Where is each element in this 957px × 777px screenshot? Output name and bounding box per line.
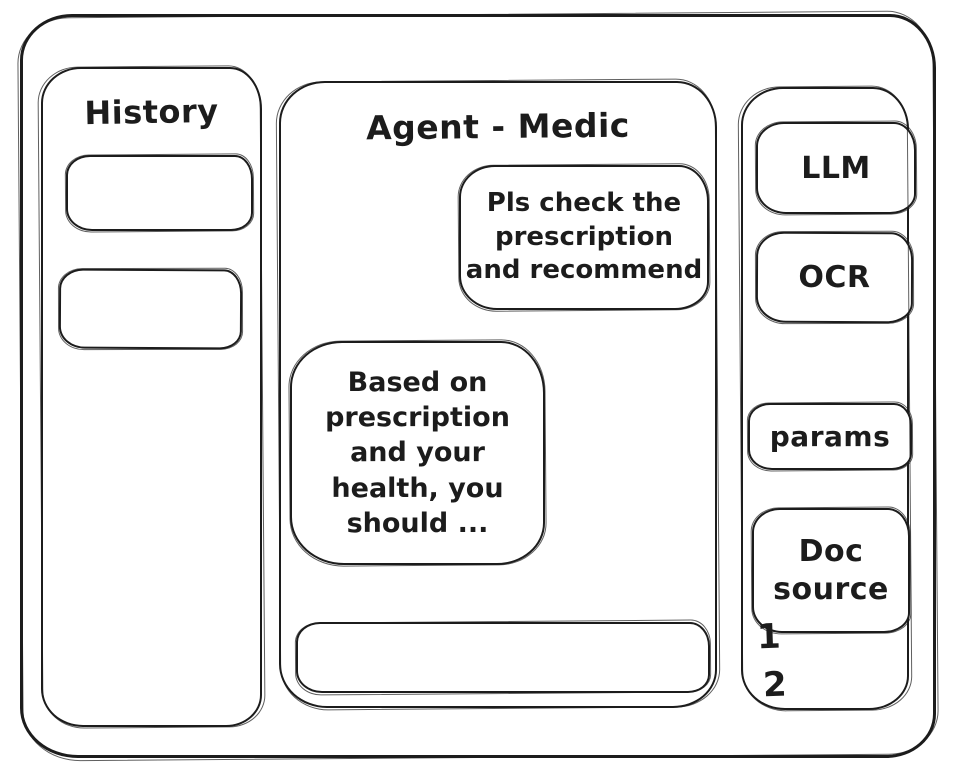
- tool-doc-source-button[interactable]: Doc source: [752, 508, 910, 633]
- history-title: History: [84, 91, 219, 133]
- history-item-2[interactable]: [58, 268, 243, 350]
- tool-doc-source-line: source: [773, 571, 889, 607]
- app-window-frame: History Agent - Medic Pls check the pres…: [20, 14, 936, 758]
- tool-ocr-label: OCR: [798, 259, 871, 296]
- tool-doc-source-line: Doc: [798, 534, 864, 569]
- chat-title: Agent - Medic: [365, 105, 631, 148]
- tools-panel: LLM OCR params Doc source 1 2: [741, 87, 916, 710]
- user-message-bubble: Pls check the prescription and recommend: [459, 165, 709, 310]
- assistant-message-line: and your: [350, 437, 485, 469]
- assistant-message-line: health, you: [331, 472, 504, 504]
- tool-params-button[interactable]: params: [748, 403, 912, 470]
- assistant-message-bubble: Based on prescription and your health, y…: [290, 341, 545, 565]
- history-panel: History: [41, 67, 262, 727]
- user-message-line: prescription: [494, 221, 673, 252]
- message-input[interactable]: [298, 624, 708, 691]
- assistant-message-line: should ...: [346, 507, 489, 539]
- annotation-number-2: 2: [762, 664, 788, 706]
- assistant-message-line: prescription: [325, 402, 510, 434]
- chat-panel: Agent - Medic Pls check the prescription…: [279, 81, 717, 708]
- tool-ocr-button[interactable]: OCR: [755, 231, 914, 324]
- message-input-box[interactable]: [296, 622, 710, 693]
- tool-llm-button[interactable]: LLM: [756, 122, 916, 214]
- history-item-1[interactable]: [66, 155, 253, 231]
- user-message-line: and recommend: [465, 255, 703, 286]
- tool-llm-label: LLM: [801, 150, 871, 186]
- annotation-number-1: 1: [756, 616, 782, 658]
- user-message-line: Pls check the: [486, 187, 682, 218]
- assistant-message-line: Based on: [347, 367, 488, 399]
- tool-params-label: params: [769, 420, 891, 453]
